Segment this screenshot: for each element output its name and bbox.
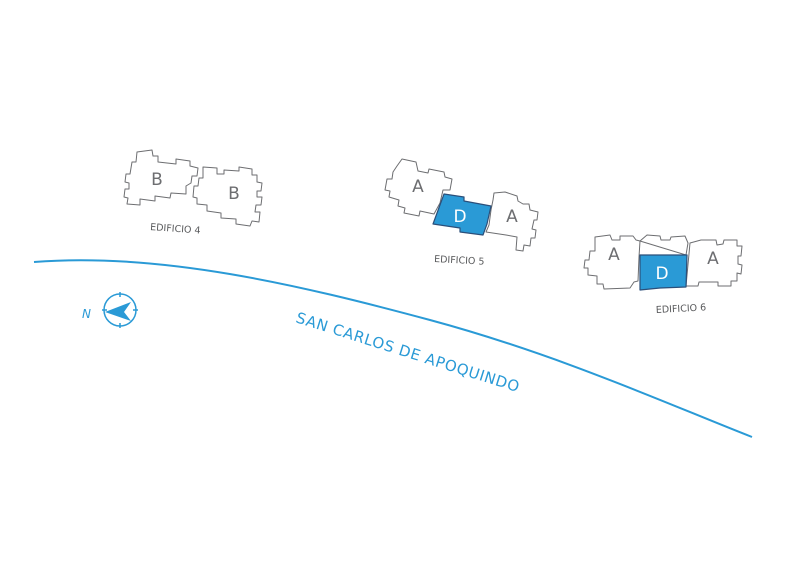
north-arrow-icon (102, 292, 138, 328)
unit-letter[interactable]: A (506, 207, 518, 227)
building-label: EDIFICIO 6 (656, 302, 707, 316)
unit-outline (639, 234, 689, 256)
unit-outline (384, 158, 453, 217)
unit-letter[interactable]: A (608, 245, 620, 265)
unit-outline (485, 191, 539, 252)
unit-outline (685, 239, 743, 287)
building-label: EDIFICIO 4 (150, 222, 201, 236)
unit-letter[interactable]: B (228, 184, 240, 204)
unit-letter[interactable]: A (707, 249, 719, 269)
unit-letter[interactable]: D (453, 207, 466, 227)
street-line (33, 259, 753, 438)
street-label: SAN CARLOS DE APOQUINDO (294, 309, 522, 396)
building-edificio-5: A D A EDIFICIO 5 (384, 158, 539, 268)
building-edificio-6: A D A EDIFICIO 6 (583, 234, 743, 316)
building-edificio-4: B B EDIFICIO 4 (123, 149, 263, 237)
unit-outline (583, 234, 641, 290)
unit-d-selected[interactable] (639, 254, 688, 291)
unit-outline (192, 166, 263, 227)
unit-outline (123, 149, 199, 206)
unit-letter[interactable]: D (655, 264, 668, 284)
compass-north-label: N (82, 307, 91, 321)
unit-letter[interactable]: A (412, 177, 424, 197)
compass: N (82, 292, 138, 328)
building-label: EDIFICIO 5 (434, 254, 485, 268)
unit-letter[interactable]: B (151, 170, 163, 190)
unit-d-selected[interactable] (432, 193, 492, 236)
